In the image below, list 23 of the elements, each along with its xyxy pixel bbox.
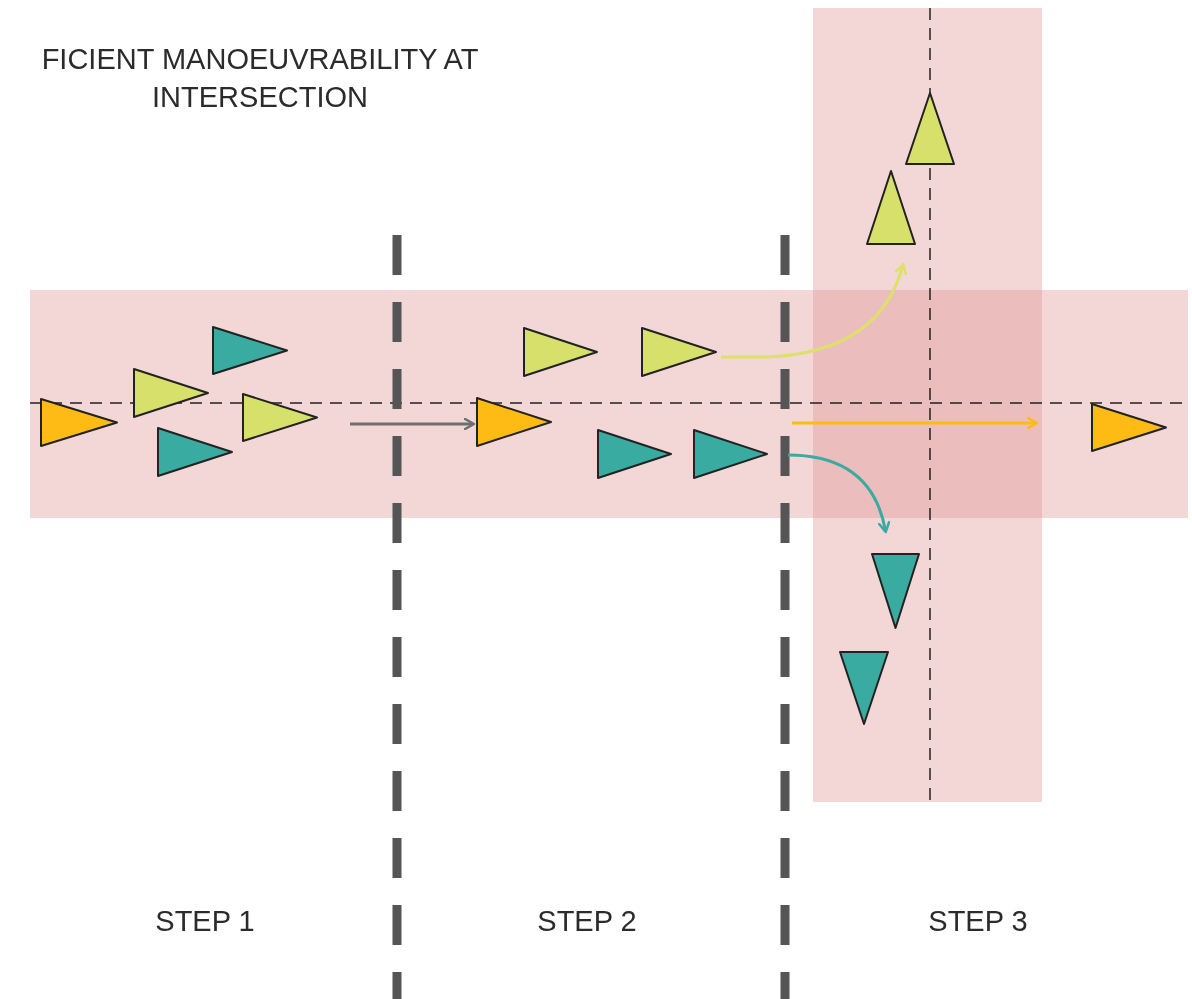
movement-arrow: [792, 416, 1039, 430]
vehicle-triangle-icon: [905, 92, 955, 165]
vehicle-triangle-icon: [1091, 403, 1167, 452]
step-label: STEP 1: [154, 904, 256, 939]
vehicle-triangle-icon: [523, 327, 598, 377]
step-label: STEP 3: [927, 904, 1029, 939]
movement-arrow: [787, 453, 890, 534]
vehicle-triangle-icon: [40, 398, 118, 447]
vehicle-triangle-icon: [242, 393, 318, 442]
vehicle-triangle-icon: [839, 651, 889, 725]
vehicle-triangle-icon: [693, 429, 768, 479]
vehicle-triangle-icon: [212, 326, 288, 375]
vehicle-triangle-icon: [641, 327, 717, 377]
vehicle-triangle-icon: [866, 170, 916, 245]
movement-arrow: [350, 417, 476, 431]
diagram-title: FICIENT MANOEUVRABILITY AT INTERSECTION: [40, 42, 480, 115]
vehicle-triangle-icon: [871, 553, 920, 629]
vehicle-triangle-icon: [133, 368, 209, 418]
movement-arrow: [721, 262, 907, 359]
vehicle-triangle-icon: [157, 427, 233, 477]
step-label: STEP 2: [536, 904, 638, 939]
vehicle-triangle-icon: [597, 429, 672, 479]
vehicle-triangle-icon: [476, 397, 552, 447]
